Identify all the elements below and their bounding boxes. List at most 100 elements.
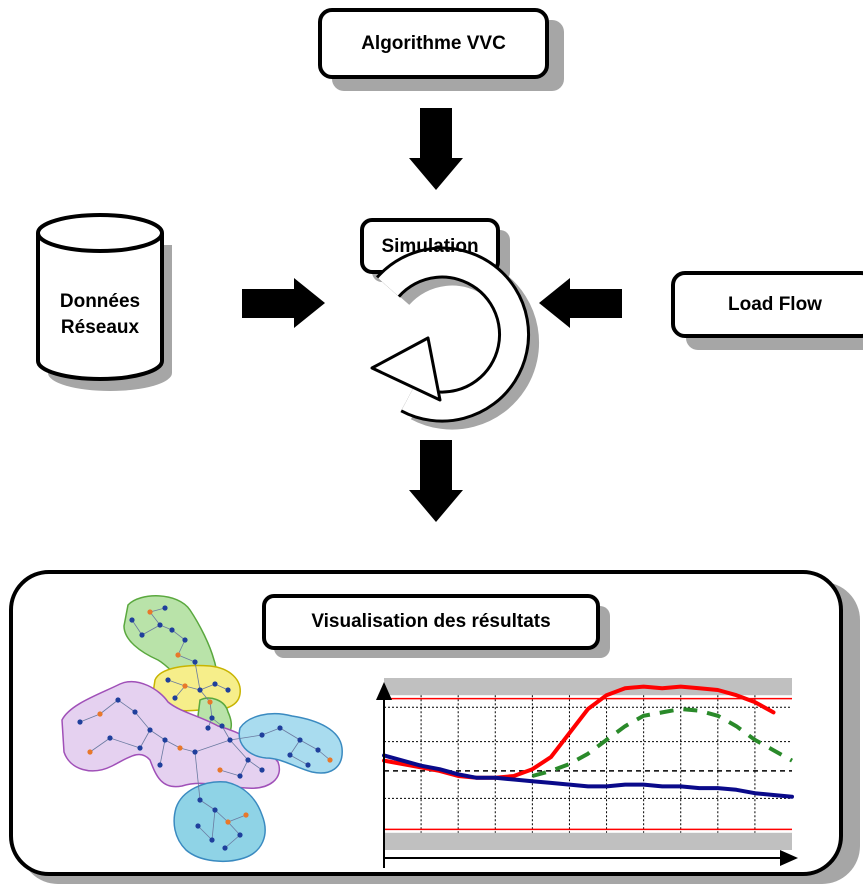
network-node xyxy=(243,812,249,818)
network-edge xyxy=(141,624,161,636)
arrow-down-results xyxy=(409,440,463,522)
cycle-icon xyxy=(370,246,540,430)
algorithm-box xyxy=(318,8,564,91)
network-node xyxy=(162,737,168,743)
load-flow-label: Load Flow xyxy=(728,294,822,315)
chart-series-line-1 xyxy=(531,707,793,778)
network-edge xyxy=(317,749,331,761)
arrow-down-algorithm xyxy=(409,108,463,190)
network-node xyxy=(172,695,178,701)
network-node xyxy=(182,637,188,643)
network-node xyxy=(327,757,333,763)
network-edge xyxy=(117,699,136,713)
results-title-box xyxy=(262,594,610,658)
network-node xyxy=(207,699,213,705)
network-edge xyxy=(199,689,211,703)
network-node xyxy=(157,622,163,628)
network-edge xyxy=(164,739,181,749)
network-node xyxy=(139,632,145,638)
network-node xyxy=(259,732,265,738)
results-chart xyxy=(376,678,798,868)
chart-band-0 xyxy=(384,678,792,696)
network-node xyxy=(197,797,203,803)
network-edge xyxy=(149,729,166,741)
network-node xyxy=(237,832,243,838)
network-node xyxy=(132,709,138,715)
network-node xyxy=(107,735,113,741)
network-edge xyxy=(194,661,201,691)
network-node xyxy=(222,845,228,851)
network-edge xyxy=(289,754,309,766)
network-edge xyxy=(171,629,186,641)
network-edge xyxy=(139,729,151,749)
network-edge xyxy=(194,739,231,753)
network-edge xyxy=(227,821,241,836)
network-edge xyxy=(209,701,213,719)
network-edge xyxy=(131,619,143,636)
network-node xyxy=(192,749,198,755)
arrow-right-data xyxy=(242,278,325,328)
network-edge xyxy=(211,809,216,841)
network-data-label-line2: Réseaux xyxy=(60,317,140,338)
network-node xyxy=(227,737,233,743)
network-node xyxy=(147,609,153,615)
network-node xyxy=(147,727,153,733)
network-node xyxy=(212,681,218,687)
network-node xyxy=(97,711,103,717)
results-title-label: Visualisation des résultats xyxy=(311,611,551,632)
network-edge xyxy=(194,751,201,801)
network-edge xyxy=(219,769,241,777)
network-node xyxy=(177,745,183,751)
network-node xyxy=(212,807,218,813)
network-node xyxy=(169,627,175,633)
network-node xyxy=(115,697,121,703)
network-edge xyxy=(79,713,101,723)
network-data-label-line1: Données xyxy=(59,291,141,312)
network-edge xyxy=(229,739,249,761)
network-node xyxy=(197,687,203,693)
arrow-left-loadflow xyxy=(539,278,622,328)
network-data-cylinder xyxy=(36,213,172,391)
network-node xyxy=(305,762,311,768)
network-node xyxy=(209,837,215,843)
network-node xyxy=(165,677,171,683)
network-node xyxy=(219,723,225,729)
network-node xyxy=(209,715,215,721)
network-node xyxy=(182,683,188,689)
network-edge xyxy=(174,685,186,699)
network-node xyxy=(77,719,83,725)
load-flow-box xyxy=(671,271,863,350)
network-node xyxy=(287,752,293,758)
network-edge xyxy=(221,725,231,741)
network-edge xyxy=(99,699,119,715)
network-node xyxy=(297,737,303,743)
network-node xyxy=(195,823,201,829)
network-edge xyxy=(299,739,319,751)
network-edge xyxy=(279,727,301,741)
network-node xyxy=(157,762,163,768)
network-node xyxy=(87,749,93,755)
network-edge xyxy=(239,759,249,777)
network-map xyxy=(61,595,343,863)
network-node xyxy=(192,659,198,665)
network-node xyxy=(315,747,321,753)
network-edge xyxy=(134,711,151,731)
network-node xyxy=(225,687,231,693)
network-edge xyxy=(159,739,166,766)
network-edge xyxy=(289,739,301,756)
network-edge xyxy=(199,799,216,811)
network-edge xyxy=(247,759,263,771)
network-node xyxy=(137,745,143,751)
network-node xyxy=(225,819,231,825)
network-node xyxy=(245,757,251,763)
network-edge xyxy=(149,611,161,626)
simulation-label: Simulation xyxy=(381,236,479,257)
network-edge xyxy=(214,809,229,823)
network-edge xyxy=(229,734,263,741)
network-edge xyxy=(199,683,216,691)
network-edge xyxy=(197,825,213,841)
network-node xyxy=(259,767,265,773)
network-edge xyxy=(261,727,281,736)
network-node xyxy=(237,773,243,779)
network-edge xyxy=(89,737,111,753)
